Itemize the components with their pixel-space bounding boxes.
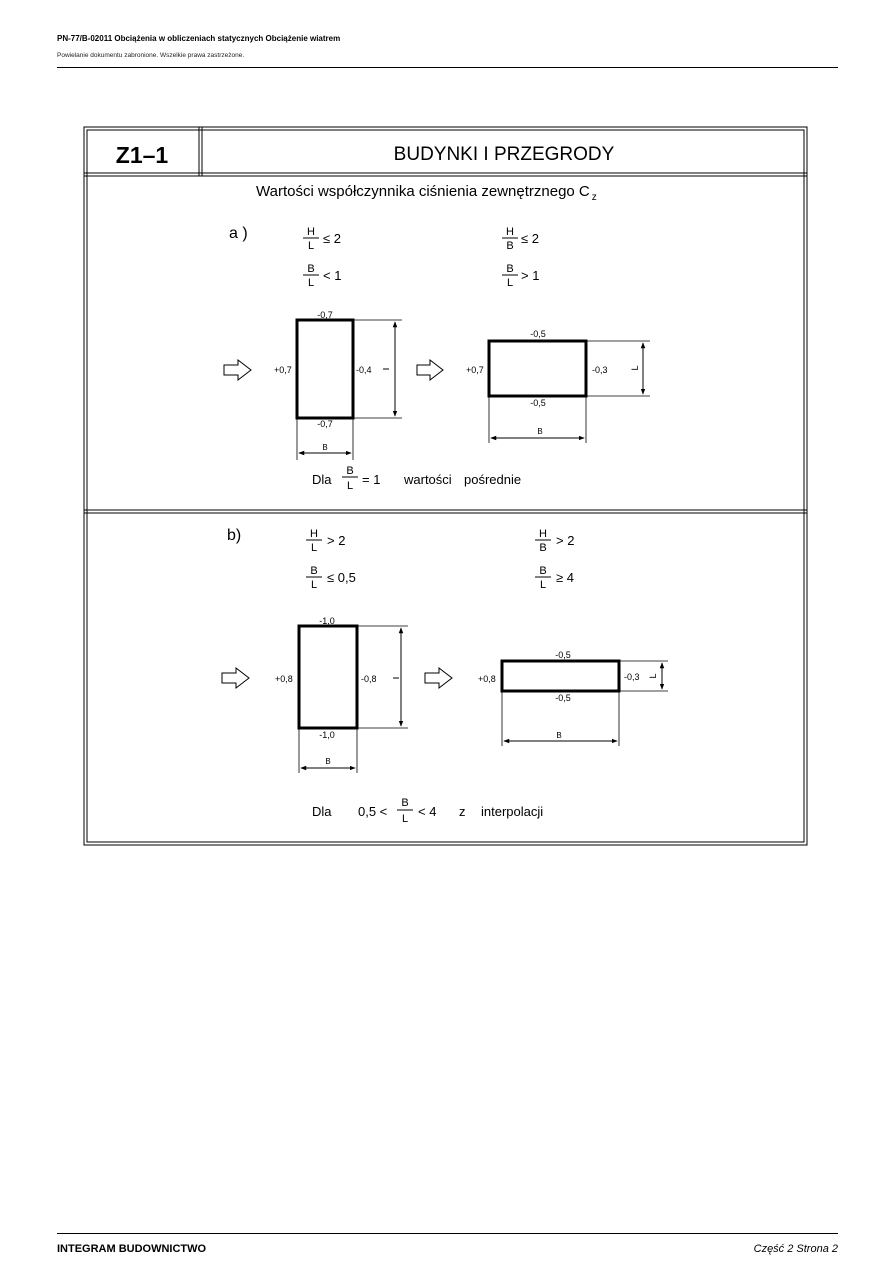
section-b-figure-2: -0,5 +0,8 -0,3 -0,5 L B [424,650,668,746]
value-right: -0,8 [361,674,377,684]
section-b-label: b) [227,527,241,544]
section-a-figure-1: -0,7 +0,7 -0,4 -0,7 B [223,310,402,460]
condition-value: > 1 [521,268,539,283]
note-word: interpolacji [481,804,543,819]
fraction-numerator: B [346,465,353,477]
value-bottom: -1,0 [319,730,335,740]
fraction-numerator: B [401,797,408,809]
table-caption: Wartości współczynnika ciśnienia zewnętr… [256,183,597,203]
wind-arrow-icon [221,666,250,690]
fraction-denominator: L [507,277,513,289]
fraction-denominator: L [540,579,546,591]
dimension-l-label: L [648,673,658,678]
value-left: +0,7 [274,365,292,375]
wind-arrow-icon [416,358,444,382]
footer-publisher: INTEGRAM BUDOWNICTWO [57,1243,207,1255]
condition-value: < 1 [323,268,341,283]
fraction-numerator: H [539,528,547,540]
section-b-condition-h-b: H B > 2 [535,528,574,554]
section-b-condition-b-l-right: B L ≥ 4 [535,565,574,591]
fraction-denominator: L [347,480,353,492]
section-b-condition-h-l: H L > 2 [306,528,345,554]
header-rule [57,67,838,68]
condition-value: ≥ 4 [556,570,574,585]
footer-page-number: Część 2 Strona 2 [753,1243,838,1255]
fraction-numerator: H [506,226,514,238]
value-bottom: -0,7 [317,419,333,429]
table-inner-frame [86,129,805,843]
building-outline [295,318,355,420]
note-prefix: Dla [312,804,332,819]
value-right: -0,3 [592,365,608,375]
building-outline [500,659,621,693]
condition-value: > 2 [327,533,345,548]
value-bottom: -0,5 [530,398,546,408]
fraction-numerator: B [506,263,513,275]
wind-arrow-icon [424,666,453,690]
condition-value: > 2 [556,533,574,548]
section-a-figure-2: -0,5 +0,7 -0,3 -0,5 L B [416,329,650,443]
fraction-denominator: L [402,813,408,825]
section-b-figure-1: -1,0 +0,8 -0,8 -1,0 B [221,616,408,773]
wind-arrow-icon [223,358,252,382]
value-top: -0,7 [317,310,333,320]
note-range-start: 0,5 < [358,804,387,819]
dimension-b-label: B [325,757,330,766]
note-range-end: < 4 [418,804,436,819]
note-z: z [459,804,466,819]
condition-value: ≤ 0,5 [327,570,356,585]
note-prefix: Dla [312,472,332,487]
fraction-numerator: B [539,565,546,577]
condition-value: ≤ 2 [323,231,341,246]
section-a-note: Dla B L = 1 wartości pośrednie [312,465,521,492]
dimension-b-label: B [556,731,561,740]
note-word-2: pośrednie [464,472,521,487]
fraction-denominator: L [311,542,317,554]
dimension-b-label: B [537,427,542,436]
section-a-condition-b-l-right: B L > 1 [502,263,539,289]
section-a-condition-h-l: H L ≤ 2 [303,226,341,252]
document-header-subtitle: Powielanie dokumentu zabronione. Wszelki… [57,52,245,59]
fraction-denominator: B [539,542,546,554]
note-equation: = 1 [362,472,380,487]
value-left: +0,7 [466,365,484,375]
building-outline [487,339,588,398]
value-right: -0,3 [624,672,640,682]
value-bottom: -0,5 [555,693,571,703]
value-top: -0,5 [555,650,571,660]
fraction-denominator: L [308,240,314,252]
document-header-title: PN-77/B-02011 Obciążenia w obliczeniach … [57,34,341,43]
section-a-condition-h-b: H B ≤ 2 [502,226,539,252]
building-outline [297,624,359,730]
table-outer-frame [83,126,808,846]
table-heading: BUDYNKI I PRZEGRODY [394,144,615,165]
section-a-label: a ) [229,225,248,242]
condition-value: ≤ 2 [521,231,539,246]
fraction-denominator: L [311,579,317,591]
fraction-denominator: L [308,277,314,289]
caption-text: Wartości współczynnika ciśnienia zewnętr… [256,183,590,200]
table-code: Z1–1 [116,142,169,168]
value-top: -1,0 [319,616,335,626]
value-left: +0,8 [275,674,293,684]
section-b-condition-b-l: B L ≤ 0,5 [306,565,356,591]
fraction-numerator: H [310,528,318,540]
section-b-note: Dla 0,5 < B L < 4 z interpolacji [312,797,543,825]
value-left: +0,8 [478,674,496,684]
fraction-numerator: H [307,226,315,238]
footer-rule [57,1233,838,1234]
fraction-numerator: B [307,263,314,275]
value-top: -0,5 [530,329,546,339]
value-right: -0,4 [356,365,372,375]
section-a-condition-b-l: B L < 1 [303,263,341,289]
dimension-b-label: B [322,443,327,452]
fraction-denominator: B [506,240,513,252]
dimension-l-label: L [630,365,640,370]
note-word-1: wartości [403,472,452,487]
caption-subscript: z [592,192,597,203]
fraction-numerator: B [310,565,317,577]
